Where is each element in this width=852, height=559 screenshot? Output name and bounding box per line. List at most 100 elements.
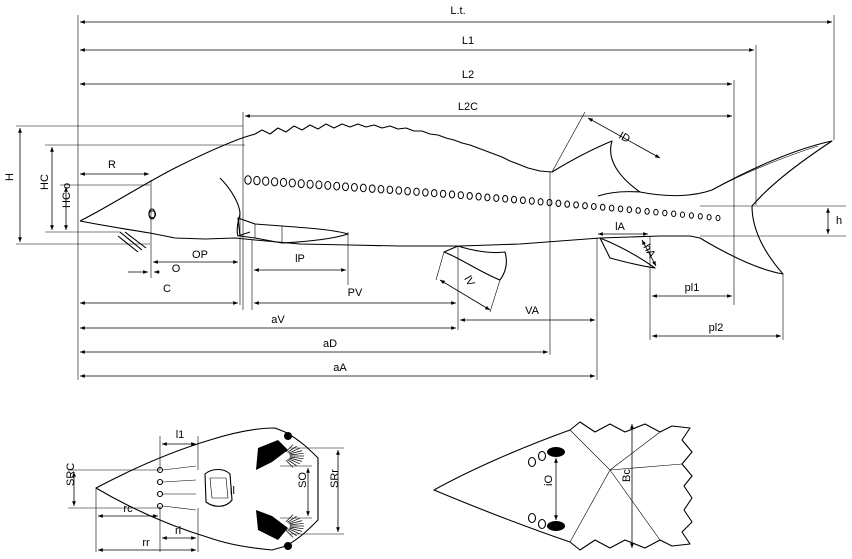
gill-ray [288,447,300,454]
eye-dorsal-upper [547,447,565,457]
lateral-scute [306,179,314,189]
nostril-upper-2 [537,450,547,462]
lateral-scute [422,188,429,197]
label-l1: l1 [176,429,185,441]
label-hA: hA [640,242,657,260]
lateral-scute [475,192,482,201]
gill-ray [288,517,300,524]
lateral-scute [644,208,650,215]
lateral-scute [519,196,526,205]
head-dorsal-outline [433,421,693,551]
anal-fin [599,237,656,269]
label-lV: lV [461,274,477,289]
label-Bc: Bc [621,469,633,482]
gill-ray [287,529,297,537]
lateral-scute [439,189,447,198]
dorsal-dimensions: iO Bc [543,424,634,548]
dimension-lines [18,20,832,378]
lateral-scute [608,204,615,212]
gill-raker-lower [256,510,288,540]
nostril-upper-1 [527,456,537,468]
lateral-scute [270,177,279,187]
lateral-scute [288,178,296,188]
lateral-scute [244,175,252,185]
head-ventral-outline [95,427,319,551]
lateral-scute [448,190,456,199]
caudal-fin-inner [711,145,819,191]
lateral-scute [510,195,518,204]
lateral-scute [342,182,349,192]
gill-ray [288,458,300,465]
fish-dorsal-outline [79,123,553,222]
lateral-scute [653,208,659,216]
lateral-scute [555,199,562,207]
main-labels: L.t. L1 L2 L2C ID H HC HC o R O OP O C l… [4,5,842,374]
gill-ray [289,526,304,530]
fish-ventral-outline [79,220,690,247]
label-L2: L2 [462,69,474,81]
nostril-lower-1 [527,512,537,524]
lateral-scute [626,206,633,214]
label-Lt: L.t. [450,5,465,17]
label-il: il [230,485,235,497]
lateral-scute [386,185,394,195]
label-h: h [836,215,842,227]
label-ID: ID [617,130,633,146]
label-O-eye: O [148,209,157,221]
lateral-scute [430,189,438,198]
gill-ray [285,444,294,453]
gill-ray [289,450,303,455]
lateral-scute [395,186,403,195]
label-H: H [4,173,16,181]
label-SO: SO [297,472,309,488]
lateral-scute [253,175,261,186]
snout-lower [79,220,131,231]
gill-ray [289,527,303,532]
label-OP: OP [192,249,208,261]
pectoral-fin-base [254,224,283,243]
head-dorsal-view [433,421,693,551]
nostril-lower-2 [537,518,547,530]
lateral-scute [528,197,535,205]
lateral-scute [573,201,579,209]
label-rc: rc [123,503,133,515]
lateral-scute [315,180,323,190]
gill-raker-upper [256,440,288,470]
lateral-scute [635,207,641,214]
dorsal-fin [551,140,641,197]
lateral-scute [688,212,694,219]
spot-upper [284,432,292,440]
caudal-fin-upper [639,140,833,207]
label-rl: rl [175,525,181,537]
lateral-scute [262,176,270,186]
mouth [204,468,233,507]
lateral-scute [333,181,341,191]
gill-ray [289,520,303,525]
label-aV: aV [271,314,285,326]
lateral-scute [662,209,668,217]
label-L2C: L2C [458,101,478,113]
head-plates [569,429,683,543]
label-L1: L1 [462,35,474,47]
mouth-inner [209,477,229,499]
operculum [219,177,251,237]
lateral-scute [715,214,721,222]
gill-ray [287,459,297,467]
label-HC: HC [39,174,51,190]
lateral-scute [537,198,544,206]
spot-lower [284,542,292,550]
gill-ray [287,445,297,453]
lateral-scute [671,210,677,218]
label-HCo: HC o [61,183,73,208]
lateral-scute [484,193,491,202]
lateral-scute [502,194,509,203]
lateral-scute [457,191,464,200]
lateral-scute [297,179,305,189]
lateral-scute [350,182,358,192]
label-SRr: SRr [329,469,341,488]
lateral-scute [324,180,332,190]
gill-ray [289,452,304,456]
head-ventral-view [95,427,319,551]
gill-ray [285,529,294,538]
